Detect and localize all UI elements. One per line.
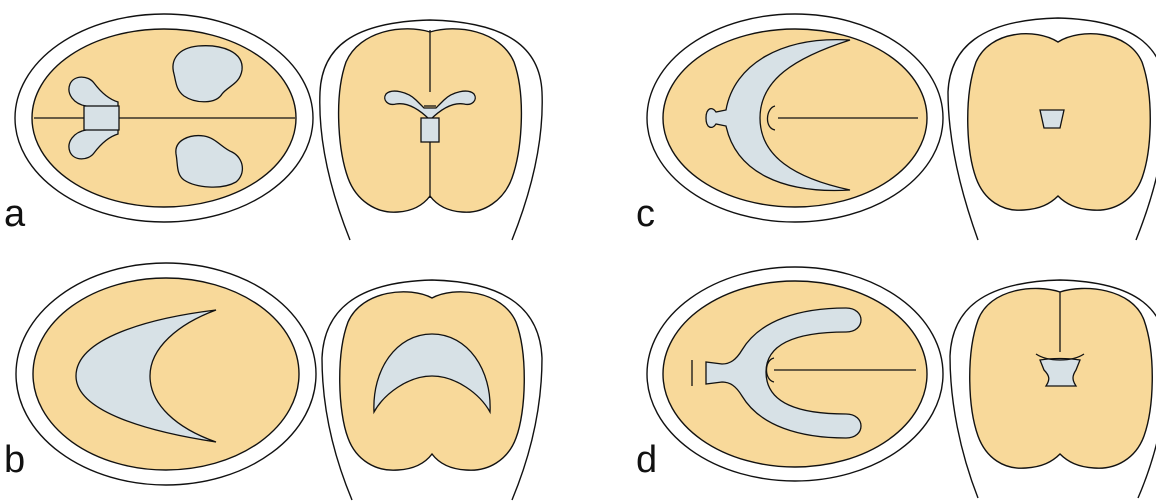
panel-c-coronal-view [948, 18, 1156, 240]
panel-label-c: c [636, 193, 655, 235]
panel-label-d: d [636, 439, 657, 481]
third-ventricle [421, 118, 439, 142]
panel-a-axial-view [15, 14, 313, 222]
panel-d: d [636, 267, 1156, 498]
third-ventricle [1040, 110, 1064, 128]
panel-d-coronal-view [950, 280, 1156, 498]
panel-label-b: b [4, 439, 25, 481]
panel-c-axial-view [647, 14, 943, 222]
panel-a-coronal-view [320, 20, 542, 240]
panel-b-axial-view [16, 263, 316, 485]
brain-coronal [340, 292, 525, 470]
ventricle-box [84, 106, 119, 130]
panel-b: b [4, 263, 542, 500]
panel-label-a: a [4, 193, 26, 235]
brain-axial [663, 281, 927, 467]
brain-axial [33, 278, 299, 470]
panel-a: a [4, 14, 542, 240]
panel-c: c [636, 14, 1156, 240]
panel-b-coronal-view [322, 280, 542, 500]
panel-d-axial-view [647, 267, 943, 481]
